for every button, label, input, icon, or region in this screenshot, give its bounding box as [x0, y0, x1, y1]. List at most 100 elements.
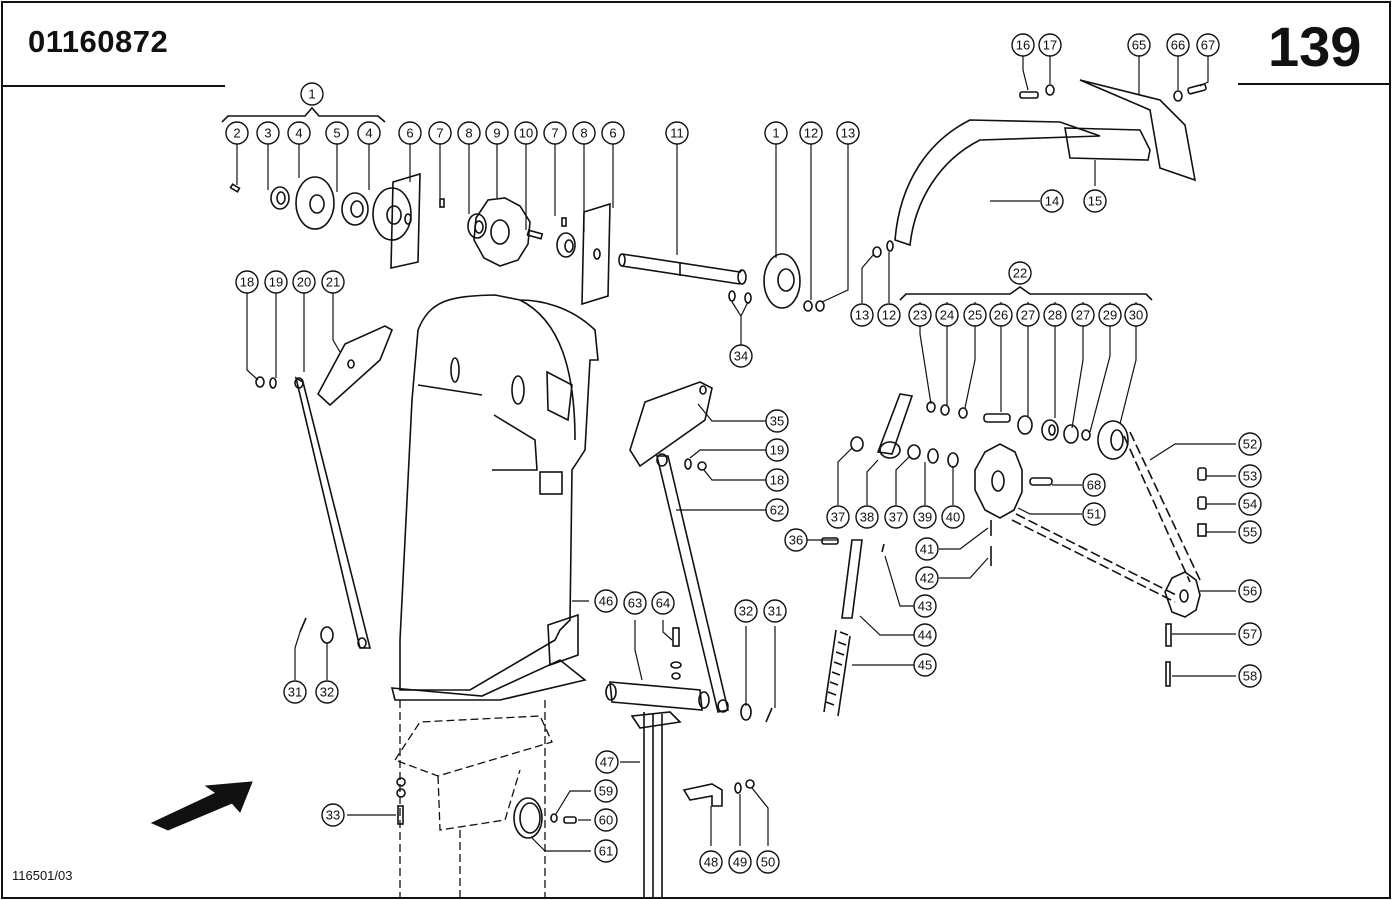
callout-label: 7 [436, 126, 443, 141]
callout-19: 19 [264, 270, 288, 294]
bolt-16 [1019, 91, 1039, 99]
callout-label: 62 [770, 503, 784, 518]
callout-41: 41 [915, 537, 939, 561]
callout-38: 38 [855, 505, 879, 529]
callout-6: 6 [601, 121, 625, 145]
callout-label: 12 [804, 126, 818, 141]
callout-48: 48 [699, 850, 723, 874]
callout-label: 33 [326, 808, 340, 823]
sprocket-9 [473, 197, 531, 267]
callout-14: 14 [1040, 189, 1064, 213]
callout-63: 63 [623, 591, 647, 615]
callout-43: 43 [913, 594, 937, 618]
washer-12 [803, 300, 813, 312]
callout-57: 57 [1238, 622, 1262, 646]
callout-54: 54 [1238, 492, 1262, 516]
pin-7a [439, 198, 445, 208]
flange-1 [763, 253, 801, 309]
key-68 [1029, 477, 1053, 486]
callout-label: 56 [1243, 584, 1257, 599]
callout-49: 49 [728, 850, 752, 874]
cotter-pin-31 [299, 617, 307, 633]
bracket-angled [492, 370, 573, 495]
callout-13: 13 [850, 303, 874, 327]
group-22-brace [899, 286, 1153, 301]
tube-47 [630, 711, 682, 898]
chain-52 [1011, 431, 1201, 603]
parts-layer [229, 79, 1207, 898]
callout-label: 48 [704, 855, 718, 870]
callout-26: 26 [989, 303, 1013, 327]
callout-label: 7 [551, 126, 558, 141]
callout-label: 13 [841, 126, 855, 141]
callout-40: 40 [941, 505, 965, 529]
nut-37b [907, 444, 921, 460]
callout-18: 18 [765, 468, 789, 492]
callout-label: 31 [768, 604, 782, 619]
callout-21: 21 [321, 270, 345, 294]
callout-label: 12 [882, 308, 896, 323]
callout-label: 64 [656, 596, 670, 611]
callout-16: 16 [1011, 33, 1035, 57]
callout-label: 47 [600, 755, 614, 770]
callout-label: 17 [1043, 38, 1057, 53]
callout-27: 27 [1016, 303, 1040, 327]
callout-label: 18 [240, 275, 254, 290]
plate-6a [390, 172, 421, 270]
callout-label: 22 [1013, 266, 1027, 281]
callout-label: 3 [264, 126, 271, 141]
callout-15: 15 [1083, 189, 1107, 213]
callout-65: 65 [1127, 33, 1151, 57]
clip-29 [1081, 429, 1091, 441]
callout-label: 9 [493, 126, 500, 141]
callout-8: 8 [457, 121, 481, 145]
callout-1: 1 [300, 82, 324, 106]
plate-21 [316, 325, 394, 407]
callout-label: 37 [889, 510, 903, 525]
callout-label: 8 [580, 126, 587, 141]
callout-label: 58 [1243, 669, 1257, 684]
callout-label: 60 [599, 813, 613, 828]
bracket-35 [629, 381, 713, 468]
callout-2: 2 [225, 121, 249, 145]
direction-arrow-icon [150, 781, 253, 831]
callout-66: 66 [1166, 33, 1190, 57]
callout-label: 54 [1243, 497, 1257, 512]
callout-label: 38 [860, 510, 874, 525]
callout-label: 11 [670, 126, 684, 141]
callout-53: 53 [1238, 464, 1262, 488]
callout-label: 1 [308, 87, 315, 102]
callout-label: 4 [365, 126, 372, 141]
callout-24: 24 [935, 303, 959, 327]
flange-plate-4a [295, 176, 335, 230]
bolt-36 [821, 537, 839, 545]
callout-label: 15 [1088, 194, 1102, 209]
callout-33: 33 [321, 803, 345, 827]
callout-label: 65 [1132, 38, 1146, 53]
washer-59 [550, 813, 558, 823]
callout-4: 4 [357, 121, 381, 145]
callout-label: 50 [761, 855, 775, 870]
callout-label: 2 [233, 126, 240, 141]
callout-61: 61 [594, 839, 618, 863]
callout-55: 55 [1238, 520, 1262, 544]
callout-label: 16 [1016, 38, 1030, 53]
callout-12: 12 [799, 121, 823, 145]
callout-45: 45 [913, 653, 937, 677]
callout-label: 43 [918, 599, 932, 614]
callout-32: 32 [734, 599, 758, 623]
callout-58: 58 [1238, 664, 1262, 688]
bolt-26 [983, 413, 1011, 423]
callout-label: 63 [628, 596, 642, 611]
callout-29: 29 [1098, 303, 1122, 327]
callout-label: 39 [918, 510, 932, 525]
callout-label: 4 [295, 126, 302, 141]
nut-50 [745, 779, 755, 789]
callout-label: 28 [1048, 308, 1062, 323]
callout-67: 67 [1196, 33, 1220, 57]
callout-39: 39 [913, 505, 937, 529]
pin-43 [881, 543, 885, 553]
ring-27a [1017, 415, 1033, 435]
